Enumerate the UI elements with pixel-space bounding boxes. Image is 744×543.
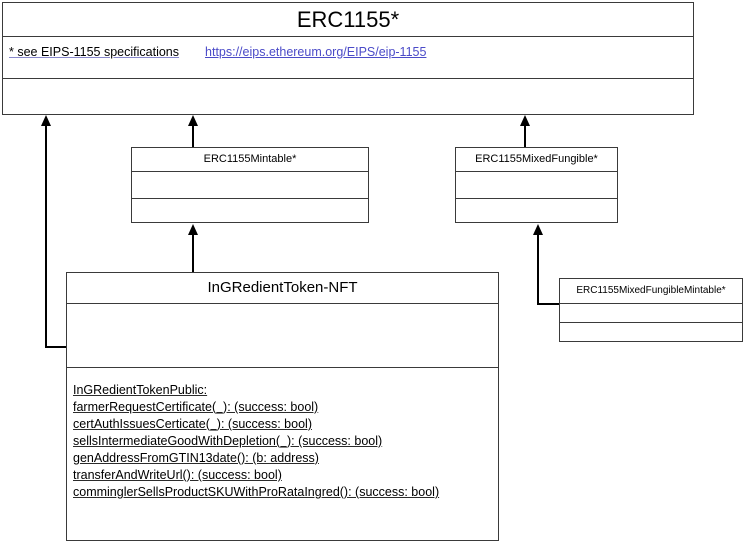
class-operations-compartment bbox=[560, 322, 742, 341]
class-operations-compartment bbox=[132, 198, 368, 222]
connector-mfmintable-to-mixedfungible-vertical bbox=[537, 235, 539, 304]
operations-header: InGRedientTokenPublic: bbox=[73, 383, 208, 397]
arrowhead-mintable-to-erc1155 bbox=[188, 115, 198, 126]
class-name-erc1155-mixed-fungible: ERC1155MixedFungible* bbox=[475, 153, 598, 165]
class-note-compartment: * see EIPS-1155 specifications https://ei… bbox=[3, 36, 693, 78]
class-name-erc1155: ERC1155* bbox=[296, 7, 400, 32]
class-title-compartment: ERC1155MixedFungible* bbox=[456, 148, 617, 171]
class-operations-compartment: InGRedientTokenPublic: farmerRequestCert… bbox=[67, 367, 498, 540]
eip-1155-link[interactable]: https://eips.ethereum.org/EIPS/eip-1155 bbox=[205, 45, 427, 59]
connector-nft-to-erc1155-horizontal bbox=[45, 346, 67, 348]
operation-row: comminglerSellsProductSKUWithProRataIngr… bbox=[71, 484, 471, 501]
class-operations-compartment bbox=[3, 78, 693, 114]
arrowhead-mixedfungible-to-erc1155 bbox=[520, 115, 530, 126]
arrowhead-nft-to-mintable bbox=[188, 224, 198, 235]
operation-row: transferAndWriteUrl(): (success: bool) bbox=[71, 467, 498, 484]
connector-mintable-to-erc1155 bbox=[192, 126, 194, 148]
connector-mfmintable-to-mixedfungible-horizontal bbox=[537, 303, 560, 305]
class-box-erc1155-mintable[interactable]: ERC1155Mintable* bbox=[131, 147, 369, 223]
class-title-compartment: InGRedientToken-NFT bbox=[67, 273, 498, 303]
class-name-erc1155-mixed-fungible-mintable: ERC1155MixedFungibleMintable* bbox=[576, 285, 726, 296]
connector-nft-to-erc1155-vertical bbox=[45, 126, 47, 347]
operation-label: genAddressFromGTIN13date(): (b: address) bbox=[73, 451, 319, 465]
operation-label: sellsIntermediateGoodWithDepletion(_): (… bbox=[73, 434, 383, 448]
class-box-erc1155[interactable]: ERC1155* * see EIPS-1155 specifications h… bbox=[2, 2, 694, 115]
class-title-compartment: ERC1155MixedFungibleMintable* bbox=[560, 279, 742, 303]
arrowhead-mfmintable-to-mixedfungible bbox=[533, 224, 543, 235]
operation-row: farmerRequestCertificate(_): (success: b… bbox=[71, 399, 498, 416]
operations-list: InGRedientTokenPublic: farmerRequestCert… bbox=[67, 368, 498, 501]
connector-mixedfungible-to-erc1155 bbox=[524, 126, 526, 148]
class-attributes-compartment bbox=[456, 171, 617, 198]
class-title-compartment: ERC1155* bbox=[3, 3, 693, 36]
spec-note-text: * see EIPS-1155 specifications bbox=[9, 45, 180, 59]
class-box-erc1155-mixed-fungible-mintable[interactable]: ERC1155MixedFungibleMintable* bbox=[559, 278, 743, 342]
operation-label: certAuthIssuesCerticate(_): (success: bo… bbox=[73, 417, 312, 431]
operations-header-row: InGRedientTokenPublic: bbox=[71, 382, 498, 399]
operation-label: farmerRequestCertificate(_): (success: b… bbox=[73, 400, 319, 414]
operation-row: sellsIntermediateGoodWithDepletion(_): (… bbox=[71, 433, 498, 450]
operation-row: genAddressFromGTIN13date(): (b: address) bbox=[71, 450, 498, 467]
operation-label: comminglerSellsProductSKUWithProRataIngr… bbox=[73, 485, 440, 499]
class-box-ingredient-token-nft[interactable]: InGRedientToken-NFT InGRedientTokenPubli… bbox=[66, 272, 499, 541]
class-attributes-compartment bbox=[67, 303, 498, 367]
class-title-compartment: ERC1155Mintable* bbox=[132, 148, 368, 171]
class-operations-compartment bbox=[456, 198, 617, 222]
operation-row: certAuthIssuesCerticate(_): (success: bo… bbox=[71, 416, 498, 433]
class-attributes-compartment bbox=[560, 303, 742, 322]
spec-note: * see EIPS-1155 specifications https://ei… bbox=[9, 45, 426, 59]
operation-label: transferAndWriteUrl(): (success: bool) bbox=[73, 468, 282, 482]
class-box-erc1155-mixed-fungible[interactable]: ERC1155MixedFungible* bbox=[455, 147, 618, 223]
connector-nft-to-mintable bbox=[192, 235, 194, 273]
arrowhead-nft-to-erc1155 bbox=[41, 115, 51, 126]
class-name-erc1155-mintable: ERC1155Mintable* bbox=[203, 153, 297, 165]
class-attributes-compartment bbox=[132, 171, 368, 198]
class-name-ingredient-token-nft: InGRedientToken-NFT bbox=[207, 279, 358, 296]
